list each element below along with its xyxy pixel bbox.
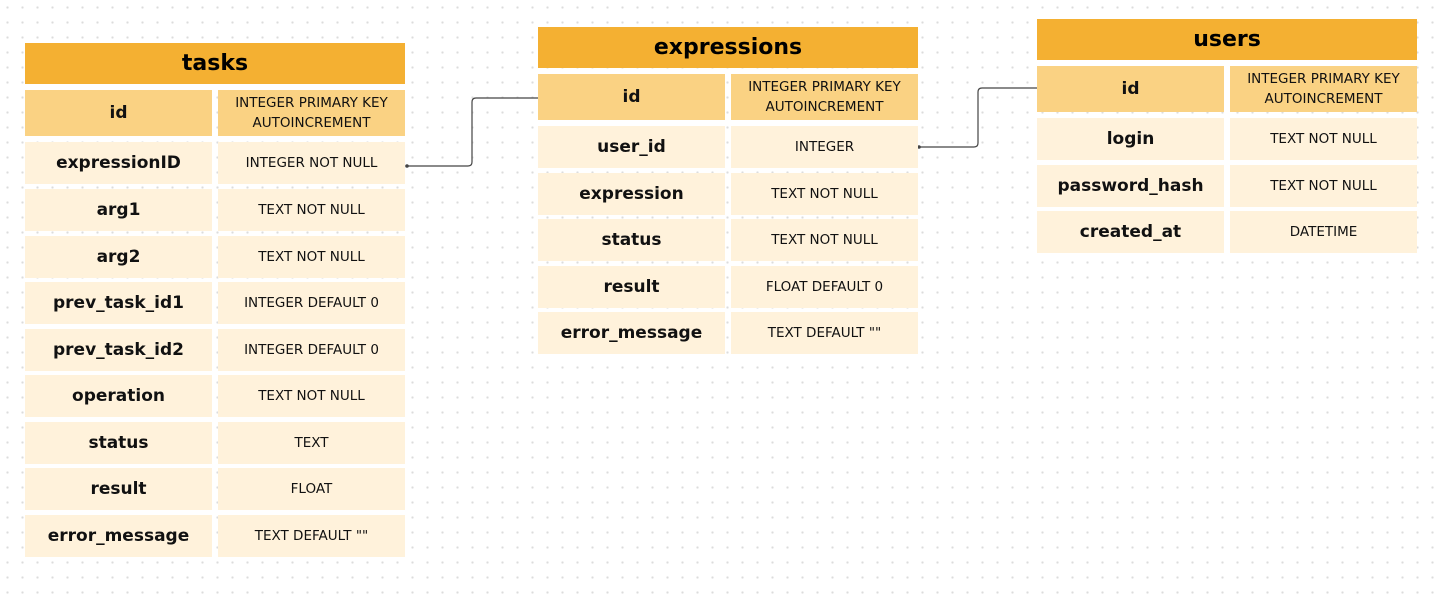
table-row[interactable]: error_message TEXT DEFAULT ""	[538, 312, 918, 354]
column-type: TEXT NOT NULL	[1230, 165, 1417, 207]
table-users[interactable]: users id INTEGER PRIMARY KEY AUTOINCREME…	[1037, 19, 1417, 253]
column-name: expression	[538, 173, 725, 215]
column-name: password_hash	[1037, 165, 1224, 207]
column-name: arg2	[25, 236, 212, 278]
connector-users-id-to-expressions-userid	[919, 87, 1037, 148]
column-type: TEXT NOT NULL	[218, 189, 405, 231]
table-row-primary-key[interactable]: id INTEGER PRIMARY KEY AUTOINCREMENT	[1037, 66, 1417, 112]
column-name: expressionID	[25, 142, 212, 184]
table-row[interactable]: arg1 TEXT NOT NULL	[25, 189, 405, 231]
table-row[interactable]: login TEXT NOT NULL	[1037, 118, 1417, 160]
connector-expressions-id-to-tasks-expressionid	[407, 97, 538, 167]
column-name: prev_task_id2	[25, 329, 212, 371]
table-row[interactable]: error_message TEXT DEFAULT ""	[25, 515, 405, 557]
table-row[interactable]: expression TEXT NOT NULL	[538, 173, 918, 215]
table-row[interactable]: prev_task_id2 INTEGER DEFAULT 0	[25, 329, 405, 371]
column-type: TEXT NOT NULL	[218, 236, 405, 278]
column-type: INTEGER PRIMARY KEY AUTOINCREMENT	[731, 74, 918, 120]
column-name: user_id	[538, 126, 725, 168]
table-row[interactable]: prev_task_id1 INTEGER DEFAULT 0	[25, 282, 405, 324]
column-type: INTEGER PRIMARY KEY AUTOINCREMENT	[1230, 66, 1417, 112]
table-row[interactable]: status TEXT	[25, 422, 405, 464]
column-type: TEXT NOT NULL	[731, 173, 918, 215]
connector-endpoint-dot	[405, 164, 409, 168]
column-name: status	[25, 422, 212, 464]
column-type: DATETIME	[1230, 211, 1417, 253]
column-type: TEXT NOT NULL	[1230, 118, 1417, 160]
table-row-primary-key[interactable]: id INTEGER PRIMARY KEY AUTOINCREMENT	[25, 90, 405, 136]
column-type: INTEGER PRIMARY KEY AUTOINCREMENT	[218, 90, 405, 136]
table-row[interactable]: operation TEXT NOT NULL	[25, 375, 405, 417]
table-row[interactable]: status TEXT NOT NULL	[538, 219, 918, 261]
column-name: id	[538, 74, 725, 120]
column-name: operation	[25, 375, 212, 417]
column-name: error_message	[538, 312, 725, 354]
table-expressions[interactable]: expressions id INTEGER PRIMARY KEY AUTOI…	[538, 27, 918, 354]
column-name: error_message	[25, 515, 212, 557]
column-name: result	[25, 468, 212, 510]
column-name: login	[1037, 118, 1224, 160]
column-name: status	[538, 219, 725, 261]
column-type: TEXT DEFAULT ""	[218, 515, 405, 557]
column-type: FLOAT	[218, 468, 405, 510]
table-row[interactable]: user_id INTEGER	[538, 126, 918, 168]
table-row[interactable]: result FLOAT DEFAULT 0	[538, 266, 918, 308]
table-row[interactable]: created_at DATETIME	[1037, 211, 1417, 253]
table-row[interactable]: password_hash TEXT NOT NULL	[1037, 165, 1417, 207]
column-name: id	[25, 90, 212, 136]
column-name: result	[538, 266, 725, 308]
column-type: INTEGER DEFAULT 0	[218, 282, 405, 324]
column-type: FLOAT DEFAULT 0	[731, 266, 918, 308]
table-row[interactable]: arg2 TEXT NOT NULL	[25, 236, 405, 278]
column-type: TEXT NOT NULL	[731, 219, 918, 261]
column-type: TEXT	[218, 422, 405, 464]
table-title: expressions	[538, 27, 918, 68]
table-title: tasks	[25, 43, 405, 84]
table-row[interactable]: result FLOAT	[25, 468, 405, 510]
column-type: INTEGER DEFAULT 0	[218, 329, 405, 371]
column-type: TEXT NOT NULL	[218, 375, 405, 417]
table-tasks[interactable]: tasks id INTEGER PRIMARY KEY AUTOINCREME…	[25, 43, 405, 558]
table-row-primary-key[interactable]: id INTEGER PRIMARY KEY AUTOINCREMENT	[538, 74, 918, 120]
column-name: arg1	[25, 189, 212, 231]
column-name: created_at	[1037, 211, 1224, 253]
table-row[interactable]: expressionID INTEGER NOT NULL	[25, 142, 405, 184]
column-type: TEXT DEFAULT ""	[731, 312, 918, 354]
column-name: id	[1037, 66, 1224, 112]
table-title: users	[1037, 19, 1417, 60]
column-name: prev_task_id1	[25, 282, 212, 324]
column-type: INTEGER	[731, 126, 918, 168]
column-type: INTEGER NOT NULL	[218, 142, 405, 184]
